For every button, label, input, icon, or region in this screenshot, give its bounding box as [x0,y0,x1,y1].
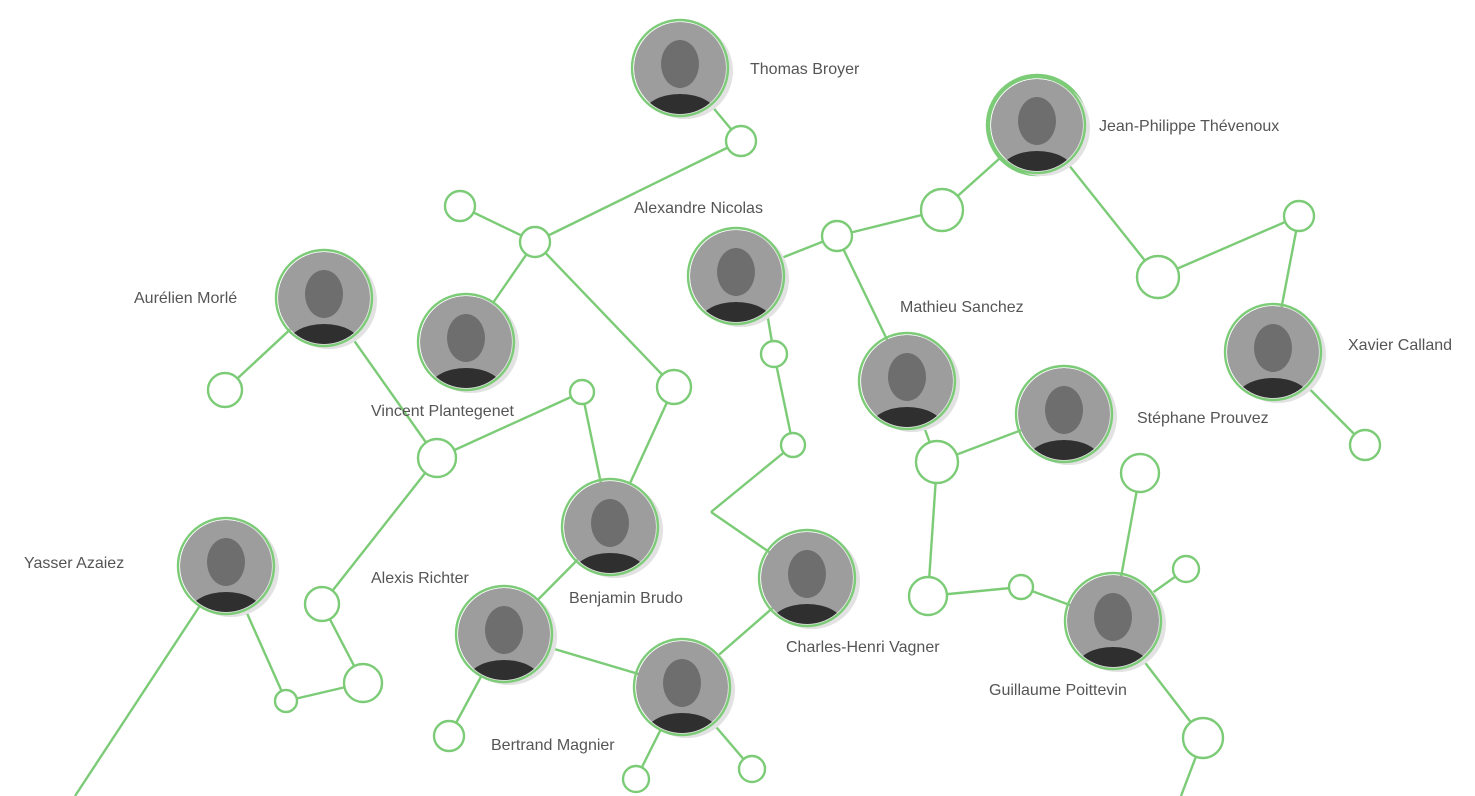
junction-node [518,225,552,259]
name-label-bertrand-magnier: Bertrand Magnier [491,737,615,754]
avatar-thomas-broyer [630,18,733,119]
link-j16-j17 [772,353,795,446]
name-label-vincent-plantegenet: Vincent Plantegenet [371,403,514,420]
link-j5-j6 [436,390,583,460]
avatar-charles-henri-vagner [757,528,860,629]
avatar-yasser-azaiez [176,516,279,617]
avatar-jean-philippe-thevenoux [987,75,1090,176]
junction-node [779,431,807,459]
link-j1-j2 [534,139,742,244]
junction-node [273,688,299,714]
avatar-alexandre-nicolas [686,226,789,327]
junction-node [1348,428,1382,462]
junction-node [1171,554,1201,584]
name-label-jean-philippe-thevenoux: Jean-Philippe Thévenoux [1099,118,1279,135]
name-label-alexandre-nicolas: Alexandre Nicolas [634,200,763,217]
junction-node [206,371,244,409]
link-j15-j16 [710,444,794,513]
name-label-mathieu-sanchez: Mathieu Sanchez [900,299,1024,316]
junction-node [919,187,965,233]
avatar-mathieu-sanchez [857,331,960,432]
junction-node [724,124,758,158]
junction-node [621,764,651,794]
junction-node [655,368,693,406]
avatar-vincent-plantegenet [416,292,519,393]
junction-node [1119,452,1161,494]
name-label-stephane-prouvez: Stéphane Prouvez [1137,410,1269,427]
name-labels: Thomas Broyer Jean-Philippe Thévenoux Al… [24,61,1452,754]
avatar-guillaume-poittevin [1063,571,1166,672]
junction-node [914,439,960,485]
name-label-alexis-richter: Alexis Richter [371,570,469,587]
avatar-alexis-richter [454,584,557,685]
link-j6-j8 [321,457,438,605]
junction-node [443,189,477,223]
name-label-charles-henri-vagner: Charles-Henri Vagner [786,639,940,656]
junction-node [303,585,341,623]
junction-node [907,575,949,617]
avatar-xavier-calland [1223,302,1326,403]
link-j24-j25 [926,461,939,597]
junction-node [737,754,767,784]
junction-node [416,437,458,479]
name-label-xavier-calland: Xavier Calland [1348,337,1452,354]
name-label-benjamin-brudo: Benjamin Brudo [569,590,683,607]
avatar-aurelien-morle [274,248,377,349]
link-j21-j22 [1157,214,1300,279]
junction-node [342,662,384,704]
name-label-yasser-azaiez: Yasser Azaiez [24,555,124,572]
junction-node [432,719,466,753]
junction-nodes [206,73,1382,794]
junction-node [1007,573,1035,601]
junction-node [568,378,596,406]
team-members [176,18,1326,738]
junction-node [1181,716,1225,760]
name-label-guillaume-poittevin: Guillaume Poittevin [989,682,1127,699]
avatar-bertrand-magnier [632,637,735,738]
junction-node [759,339,789,369]
avatar-stephane-prouvez [1014,364,1117,465]
junction-node [1135,254,1181,300]
avatar-benjamin-brudo [560,477,663,578]
name-label-thomas-broyer: Thomas Broyer [750,61,860,78]
junction-node [1282,199,1316,233]
name-label-aurelien-morle: Aurélien Morlé [134,290,237,307]
junction-node [820,219,854,253]
link-j2-j4 [534,241,675,388]
